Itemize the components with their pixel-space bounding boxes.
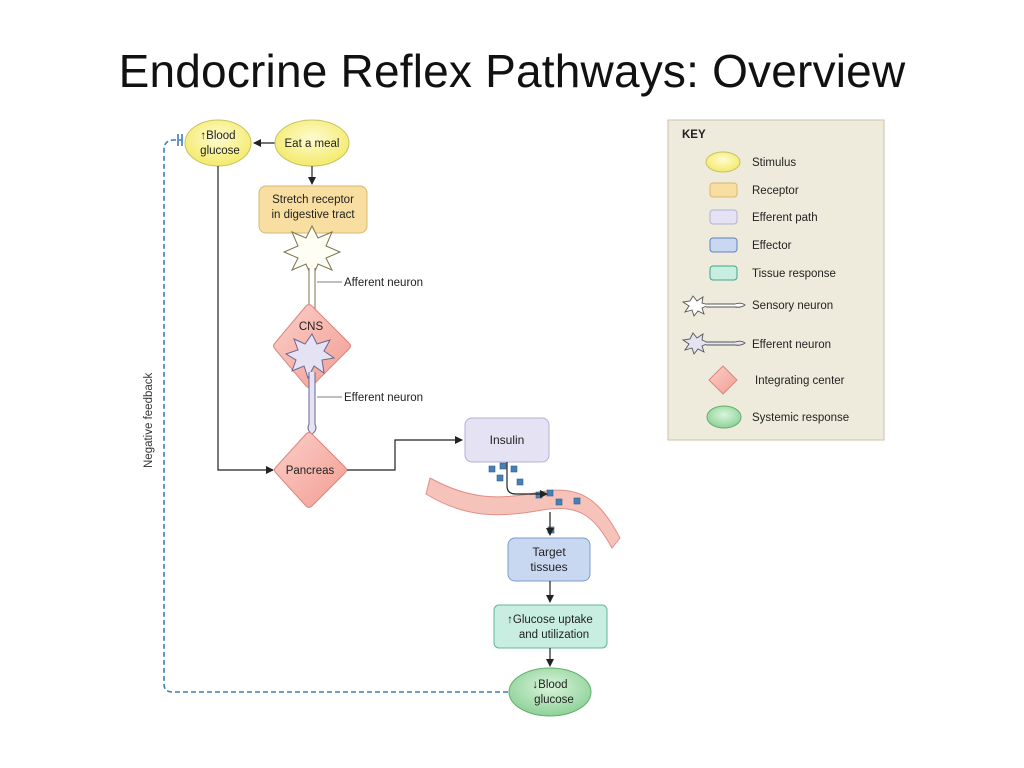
key-title: KEY — [682, 129, 706, 141]
svg-text:↑Blood: ↑Blood — [200, 130, 235, 142]
arrow-pancreas-to-insulin — [347, 436, 463, 471]
key-systemic-response-icon — [706, 405, 742, 429]
key-label-stimulus: Stimulus — [752, 157, 796, 169]
key-efferent-path-icon — [709, 209, 738, 225]
key-label-effector: Effector — [752, 240, 792, 252]
svg-text:and utilization: and utilization — [519, 629, 589, 641]
svg-text:Eat a meal: Eat a meal — [285, 138, 340, 150]
page-title: Endocrine Reflex Pathways: Overview — [118, 45, 906, 97]
key-efferent-neuron-icon — [681, 332, 746, 355]
key-label-sensory-neuron: Sensory neuron — [752, 300, 833, 312]
efferent-neuron-cell-body — [284, 333, 336, 380]
key-panel: KEY Stimulus Receptor Efferent path Effe… — [667, 119, 885, 441]
efferent-neuron-label: Efferent neuron — [344, 392, 423, 404]
key-effector-icon — [709, 237, 738, 253]
svg-text:Target: Target — [532, 545, 566, 559]
key-sensory-neuron-icon — [681, 295, 746, 317]
key-receptor-icon — [709, 182, 738, 198]
svg-text:Pancreas: Pancreas — [286, 465, 335, 477]
key-tissue-response-icon — [709, 265, 738, 281]
svg-text:CNS: CNS — [299, 321, 324, 333]
pancreas-integrating-center: Pancreas — [274, 432, 347, 508]
svg-text:tissues: tissues — [530, 560, 567, 574]
insulin-box: Insulin — [464, 417, 550, 463]
svg-text:glucose: glucose — [534, 694, 574, 706]
stimulus-eat-a-meal: Eat a meal — [274, 119, 350, 167]
cns-integrating-center: CNS — [273, 304, 351, 388]
up-arrow-icon: ↑ — [507, 614, 513, 626]
tissue-response-box: ↑Glucose uptake and utilization — [493, 604, 608, 649]
key-label-receptor: Receptor — [752, 185, 799, 197]
svg-text:↑Glucose uptake: ↑Glucose uptake — [507, 614, 593, 626]
svg-text:glucose: glucose — [200, 145, 240, 157]
key-label-integrating-center: Integrating center — [755, 375, 845, 387]
arrow-glucose-to-pancreas — [217, 166, 274, 474]
key-integrating-center-icon — [708, 365, 738, 395]
afferent-neuron-label: Afferent neuron — [344, 277, 423, 289]
negative-feedback-line — [163, 134, 508, 693]
stimulus-blood-glucose: ↑Blood glucose — [184, 119, 252, 167]
key-label-efferent-path: Efferent path — [752, 212, 818, 224]
target-tissues-box: Target tissues — [507, 537, 591, 582]
blood-vessel — [425, 477, 621, 549]
arrow-insulin-to-blood — [506, 462, 548, 498]
key-label-tissue-response: Tissue response — [752, 268, 836, 280]
key-label-systemic-response: Systemic response — [752, 412, 849, 424]
svg-text:↓Blood: ↓Blood — [532, 679, 567, 691]
up-arrow-icon: ↑ — [200, 130, 206, 142]
receptor-box: Stretch receptor in digestive tract — [258, 185, 368, 234]
negative-feedback-label: Negative feedback — [143, 372, 155, 468]
key-stimulus-icon — [705, 151, 741, 173]
key-label-efferent-neuron: Efferent neuron — [752, 339, 831, 351]
systemic-response-blood-glucose: ↓Blood glucose — [508, 667, 592, 717]
efferent-axon — [307, 372, 317, 435]
svg-text:in digestive tract: in digestive tract — [271, 209, 355, 221]
svg-text:Insulin: Insulin — [490, 433, 525, 447]
svg-text:Stretch receptor: Stretch receptor — [272, 194, 354, 206]
down-arrow-icon: ↓ — [532, 679, 538, 691]
